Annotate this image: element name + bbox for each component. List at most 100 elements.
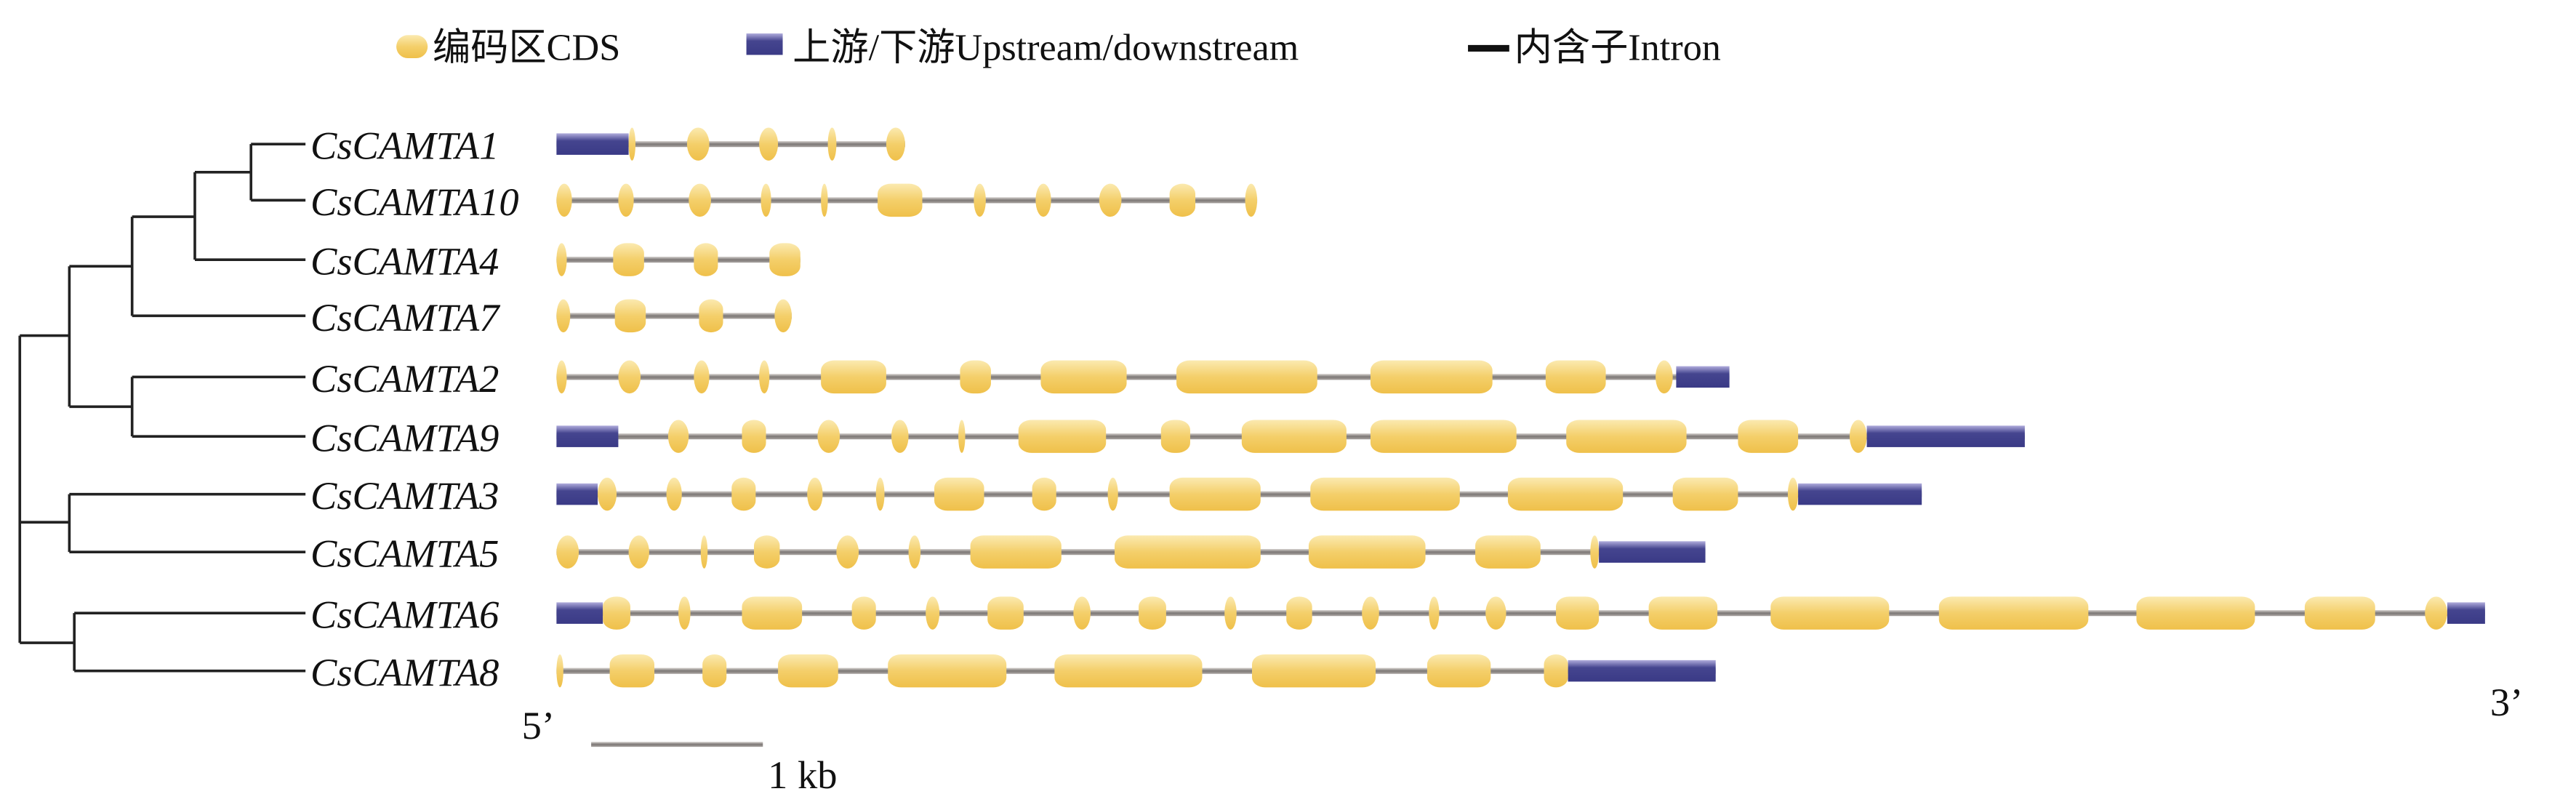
legend-utr-swatch (746, 33, 783, 55)
exon-block (556, 243, 567, 276)
utr-block (1568, 659, 1716, 682)
gene-label: CsCAMTA7 (310, 295, 501, 340)
exon-block (613, 243, 644, 276)
gene-label: CsCAMTA6 (310, 593, 499, 637)
exon-block (1370, 360, 1493, 394)
tree-branch (249, 143, 306, 202)
exon-block (778, 654, 838, 688)
exon-block (1251, 654, 1376, 688)
legend-cds-label: 编码区CDS (433, 26, 620, 68)
exon-block (1310, 477, 1460, 511)
exon-block (694, 360, 710, 394)
exon-block (1475, 535, 1541, 569)
exon-block (699, 299, 723, 333)
exon-block (888, 654, 1007, 688)
intron-line (556, 374, 1730, 380)
exon-block (1054, 654, 1203, 688)
exon-block (618, 183, 634, 217)
exon-block (689, 183, 711, 217)
exon-block (1040, 360, 1127, 394)
exon-block (1032, 477, 1056, 511)
legend-intron-label: 内含子Intron (1514, 26, 1721, 68)
exon-block (827, 127, 837, 161)
exon-block (556, 183, 572, 217)
exon-block (556, 299, 571, 333)
exon-block (603, 596, 630, 630)
exon-block (1169, 477, 1261, 511)
exon-block (666, 477, 682, 511)
utr-block (2447, 602, 2485, 624)
exon-block (618, 360, 641, 394)
exon-block (769, 243, 801, 276)
legend: 编码区CDS 上游/下游Upstream/downstream 内含子Intro… (396, 26, 1721, 68)
gene-label: CsCAMTA10 (310, 180, 519, 224)
exon-block (694, 243, 718, 276)
exon-block (926, 596, 940, 630)
exon-block (2425, 596, 2447, 630)
exon-block (1241, 420, 1347, 453)
exon-block (1224, 596, 1237, 630)
exon-block (628, 127, 636, 161)
exon-block (754, 535, 780, 569)
gene-row (556, 183, 1258, 217)
exon-block (821, 360, 886, 394)
exon-block (1429, 596, 1440, 630)
tree-branch (68, 265, 132, 409)
exon-block (2304, 596, 2375, 630)
exon-block (702, 654, 727, 688)
scale-bar (591, 742, 763, 747)
exon-block (934, 477, 984, 511)
utr-block (1676, 366, 1730, 388)
gene-row (556, 127, 905, 161)
three-prime-label: 3’ (2490, 680, 2523, 724)
utr-block (556, 425, 619, 447)
exon-block (1115, 535, 1261, 569)
intron-line (556, 610, 2485, 617)
exon-block (958, 420, 966, 453)
exon-block (1099, 183, 1122, 217)
gene-row (556, 596, 2485, 630)
exon-block (667, 420, 689, 453)
exon-block (1286, 596, 1312, 630)
exon-block (1648, 596, 1718, 630)
gene-label: CsCAMTA5 (310, 532, 499, 576)
exon-block (1507, 477, 1624, 511)
exon-block (774, 299, 792, 333)
utr-block (1599, 541, 1706, 563)
exon-block (742, 420, 766, 453)
exon-block (1770, 596, 1890, 630)
exon-block (987, 596, 1024, 630)
exon-block (1160, 420, 1190, 453)
exon-block (614, 299, 646, 333)
exon-block (1566, 420, 1687, 453)
exon-block (1787, 477, 1799, 511)
utr-block (1798, 483, 1922, 505)
tree-branch (130, 375, 306, 438)
gene-row (556, 243, 801, 276)
gene-label: CsCAMTA1 (310, 124, 499, 168)
exon-block (1139, 596, 1166, 630)
tree-branch (130, 215, 306, 318)
exon-block (1370, 420, 1517, 453)
gene-row (556, 535, 1706, 569)
exon-block (836, 535, 859, 569)
gene-row (556, 360, 1730, 394)
exon-block (1018, 420, 1107, 453)
legend-cds-swatch (396, 35, 428, 59)
exon-block (761, 183, 771, 217)
exon-block (556, 535, 579, 569)
exon-block (974, 183, 986, 217)
exon-block (556, 360, 567, 394)
utr-block (556, 602, 603, 624)
tree-branch (73, 611, 306, 673)
exon-block (886, 127, 905, 161)
exon-block (821, 183, 828, 217)
gene-label: CsCAMTA4 (310, 239, 499, 284)
tree-branch (18, 334, 75, 644)
gene-label: CsCAMTA9 (310, 416, 499, 460)
gene-row (556, 654, 1716, 688)
exon-block (628, 535, 649, 569)
exon-block (908, 535, 921, 569)
exon-block (1938, 596, 2089, 630)
